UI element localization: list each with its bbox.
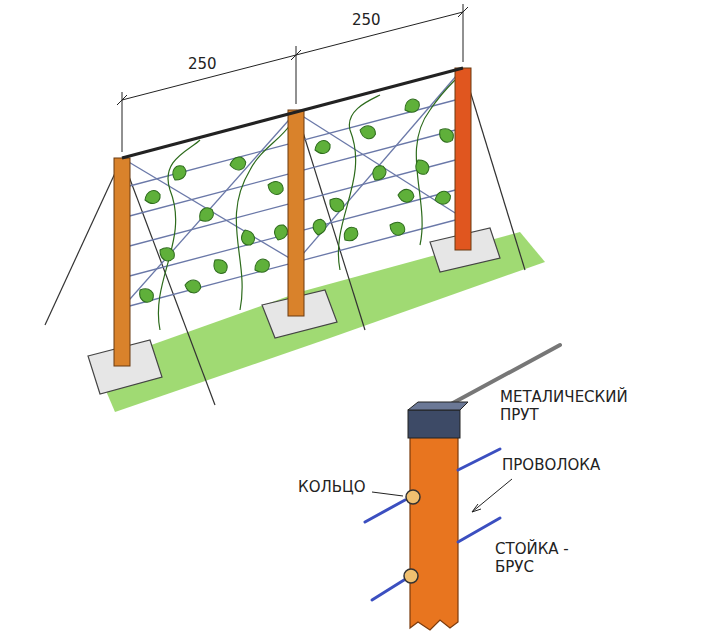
- post: [114, 158, 130, 366]
- part-label: ПРОВОЛОКА: [502, 456, 600, 474]
- part-label: МЕТАЛИЧЕСКИЙ ПРУТ: [500, 388, 670, 424]
- post: [288, 110, 304, 316]
- vines: [158, 80, 455, 330]
- top-rail: [122, 68, 463, 158]
- post-cap-top: [408, 402, 468, 410]
- post: [455, 68, 471, 250]
- dimension-lines: [117, 4, 468, 152]
- leader-lines: [372, 479, 512, 512]
- post-beam: [410, 436, 458, 630]
- dimension-label: 250: [186, 55, 219, 73]
- part-label: КОЛЬЦО: [298, 478, 365, 496]
- detail-wires: [365, 449, 500, 600]
- dimension-label: 250: [350, 11, 383, 29]
- guy-wires: [45, 68, 525, 405]
- part-label: СТОЙКА - БРУС: [495, 540, 595, 576]
- rings: [404, 490, 420, 583]
- post-cap: [408, 410, 460, 438]
